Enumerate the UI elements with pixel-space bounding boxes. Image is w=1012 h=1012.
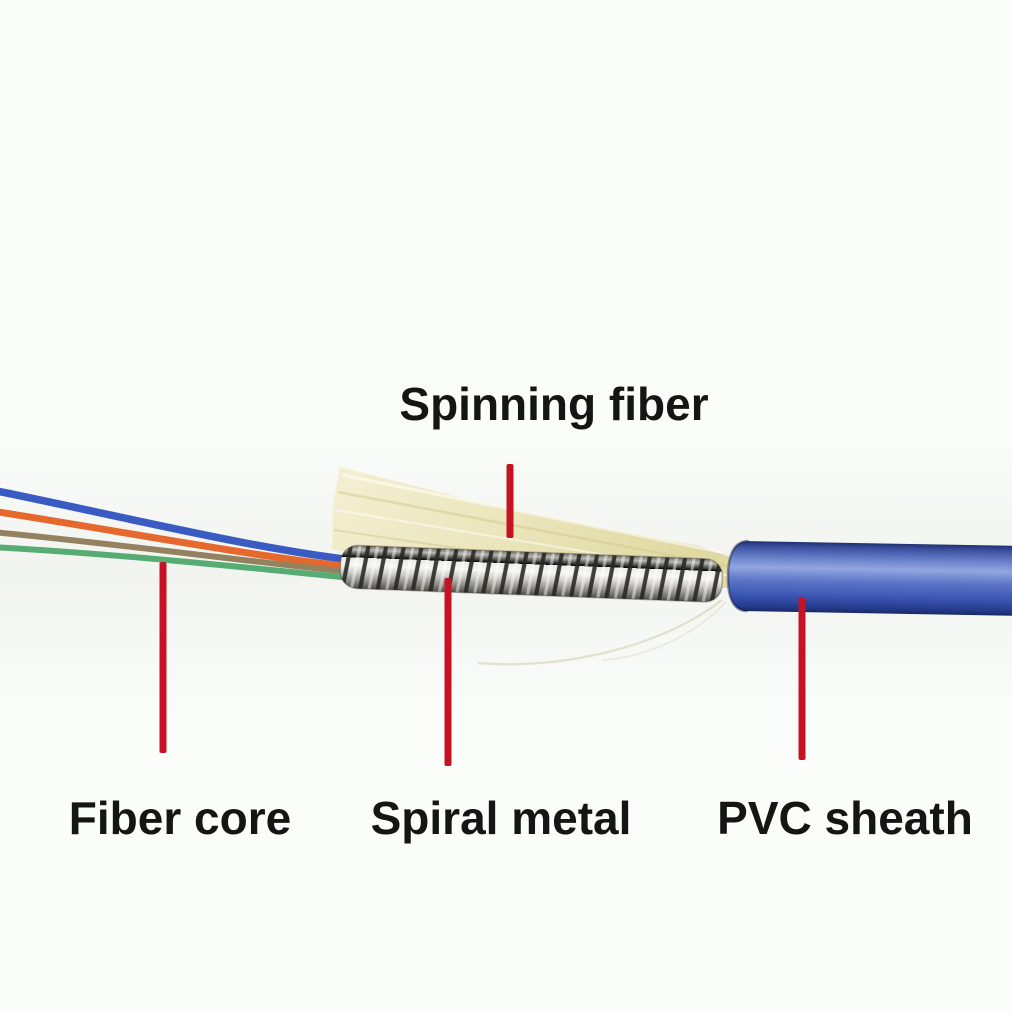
wire-green — [0, 544, 355, 581]
label-spiral-metal: Spiral metal — [370, 792, 632, 844]
sheath-end-cap — [726, 539, 749, 613]
wire-brown — [0, 529, 355, 575]
pointer-line-spinning-fiber — [506, 464, 514, 538]
loose-fiber-strand — [477, 599, 723, 666]
fiber-streak — [341, 473, 721, 554]
pointer-line-spiral-metal — [444, 578, 452, 766]
pvc-sheath — [726, 539, 1012, 617]
wire-orange — [0, 508, 356, 571]
fiber-core-wires — [0, 487, 356, 581]
pointer-line-pvc-sheath — [798, 597, 806, 760]
label-pvc-sheath: PVC sheath — [717, 792, 973, 844]
armor-outline — [339, 544, 724, 603]
pointer-line-fiber-core — [159, 562, 167, 753]
sheath-jacket — [727, 541, 1012, 617]
fiber-streak — [337, 490, 729, 568]
wire-blue — [0, 487, 356, 564]
spiral-metal-armor — [339, 544, 724, 603]
loose-fiber-strand — [601, 601, 727, 661]
armor-coils — [340, 545, 723, 602]
label-spinning-fiber: Spinning fiber — [399, 378, 709, 430]
label-fiber-core: Fiber core — [68, 792, 292, 844]
pointer-lines — [159, 464, 806, 766]
